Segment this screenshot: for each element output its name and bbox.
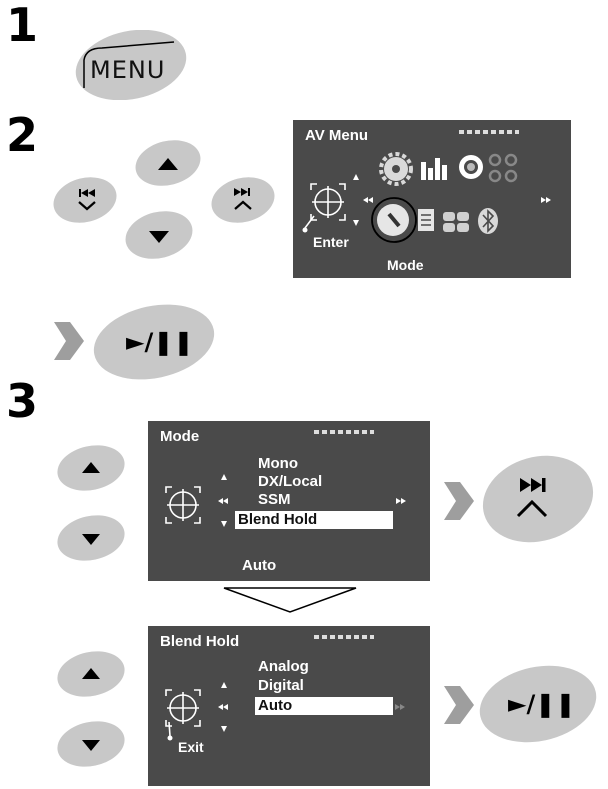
menu-item-auto-selected[interactable]: Auto — [255, 697, 393, 715]
skip-forward-up-icon — [516, 478, 548, 518]
speaker-icon — [459, 155, 483, 179]
signal-indicator — [314, 430, 374, 434]
exit-label: Exit — [178, 739, 204, 755]
step-number-3: 3 — [6, 374, 39, 428]
screen-title: AV Menu — [305, 127, 369, 144]
down-arrow-icon — [82, 534, 100, 545]
up-button[interactable] — [134, 140, 202, 186]
step-number-2: 2 — [6, 108, 39, 162]
network-icon — [443, 212, 469, 232]
menu-item-dx-local[interactable]: DX/Local — [258, 473, 323, 490]
flow-arrow-icon — [444, 482, 474, 520]
next-button[interactable] — [210, 176, 276, 224]
control-dial-icon — [304, 183, 346, 229]
list-icon — [418, 209, 434, 231]
enter-label: Enter — [313, 234, 349, 250]
play-pause-label: ►/❚❚ — [508, 690, 576, 718]
screen-title: Blend Hold — [160, 633, 240, 650]
av-menu-screen: AV Menu Enter Mode — [293, 120, 571, 278]
equalizer-icon — [421, 158, 447, 180]
down-button-mode[interactable] — [56, 514, 126, 562]
menu-item-ssm[interactable]: SSM — [258, 491, 291, 508]
mode-dial-icon — [377, 204, 409, 236]
gear-icon — [379, 152, 413, 186]
current-value: Auto — [242, 557, 277, 574]
signal-indicator — [314, 635, 374, 639]
step-number-1: 1 — [6, 0, 39, 52]
up-button-mode[interactable] — [56, 444, 126, 492]
down-button-blend[interactable] — [56, 720, 126, 768]
blend-hold-screen: Blend Hold Analog Digital Auto Exit — [148, 626, 430, 786]
prev-button[interactable] — [52, 176, 118, 224]
mode-screen: Mode Mono DX/Local SSM Blend Hold Auto — [148, 421, 430, 581]
flow-arrow-icon — [54, 322, 84, 360]
screen-title: Mode — [160, 428, 200, 445]
menu-button[interactable]: MENU — [74, 30, 188, 100]
skip-next-button[interactable] — [480, 452, 596, 546]
disc-icon — [488, 153, 518, 183]
play-pause-button-final[interactable]: ►/❚❚ — [478, 664, 598, 744]
up-arrow-icon — [158, 158, 178, 170]
up-arrow-icon — [82, 462, 100, 473]
menu-item-blend-hold-selected[interactable]: Blend Hold — [235, 511, 393, 529]
menu-item-digital[interactable]: Digital — [258, 677, 304, 694]
play-pause-label: ►/❚❚ — [126, 328, 194, 356]
down-button[interactable] — [124, 210, 194, 260]
transition-triangle-icon — [223, 587, 357, 613]
flow-arrow-icon — [444, 686, 474, 724]
play-pause-button[interactable]: ►/❚❚ — [92, 304, 216, 380]
bluetooth-icon — [478, 208, 498, 234]
signal-indicator — [459, 130, 519, 134]
down-arrow-icon — [149, 231, 169, 243]
skip-forward-up-icon — [234, 188, 252, 210]
menu-item-mono[interactable]: Mono — [258, 455, 298, 472]
up-button-blend[interactable] — [56, 650, 126, 698]
menu-button-label: MENU — [90, 56, 166, 84]
control-dial-icon — [165, 689, 201, 737]
skip-back-down-icon — [78, 189, 96, 211]
control-dial-icon — [165, 486, 201, 524]
down-arrow-icon — [82, 740, 100, 751]
menu-item-analog[interactable]: Analog — [258, 658, 309, 675]
up-arrow-icon — [82, 668, 100, 679]
selected-item-label: Mode — [387, 257, 424, 273]
selection-circle — [371, 197, 417, 243]
